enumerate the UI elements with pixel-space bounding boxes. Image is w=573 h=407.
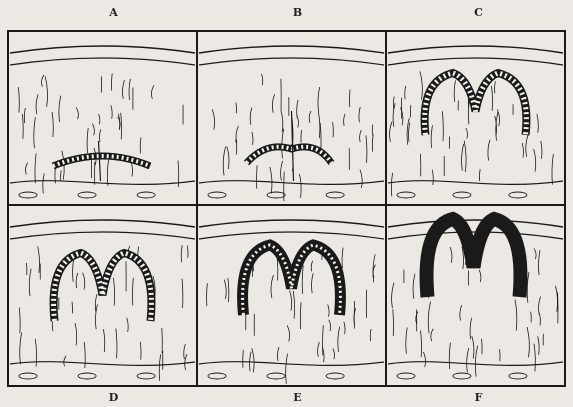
panel-f (388, 219, 563, 379)
base-line (388, 181, 563, 185)
enamel-organ-outline (425, 73, 527, 135)
stalk-line (99, 141, 101, 181)
basal-cell (326, 373, 344, 379)
enamel-organ-outline (247, 147, 332, 163)
epithelium-outer (199, 220, 384, 227)
epithelium-inner (388, 58, 563, 65)
panel-b (199, 46, 384, 201)
basal-cell (397, 192, 415, 198)
base-line (10, 362, 195, 366)
epithelium-outer (10, 46, 195, 53)
enamel-cap (427, 219, 521, 297)
basal-cell (326, 192, 344, 198)
panel-e (199, 220, 384, 384)
epithelium-outer (388, 220, 563, 227)
basal-cell (453, 192, 471, 198)
basal-cell (78, 192, 96, 198)
epithelium-inner (10, 58, 195, 65)
basal-cell (137, 373, 155, 379)
epithelium-inner (10, 232, 195, 239)
basal-cell (137, 192, 155, 198)
basal-cell (78, 373, 96, 379)
epithelium-inner (199, 232, 384, 239)
panel-d (10, 220, 195, 381)
panel-c (388, 46, 563, 198)
epithelium-outer (199, 46, 384, 53)
base-line (199, 181, 384, 185)
epithelium-outer (10, 220, 195, 227)
basal-cell (509, 192, 527, 198)
mesenchyme-strokes (19, 245, 188, 381)
panel-a (10, 46, 195, 198)
basal-cell (397, 373, 415, 379)
basal-cell (267, 373, 285, 379)
base-line (199, 362, 384, 366)
base-line (10, 181, 195, 185)
basal-cell (509, 373, 527, 379)
basal-cell (19, 373, 37, 379)
basal-cell (453, 373, 471, 379)
basal-cell (208, 192, 226, 198)
epithelium-outer (388, 46, 563, 53)
basal-cell (19, 192, 37, 198)
epithelium-inner (199, 58, 384, 65)
basal-cell (208, 373, 226, 379)
basal-cell (267, 192, 285, 198)
